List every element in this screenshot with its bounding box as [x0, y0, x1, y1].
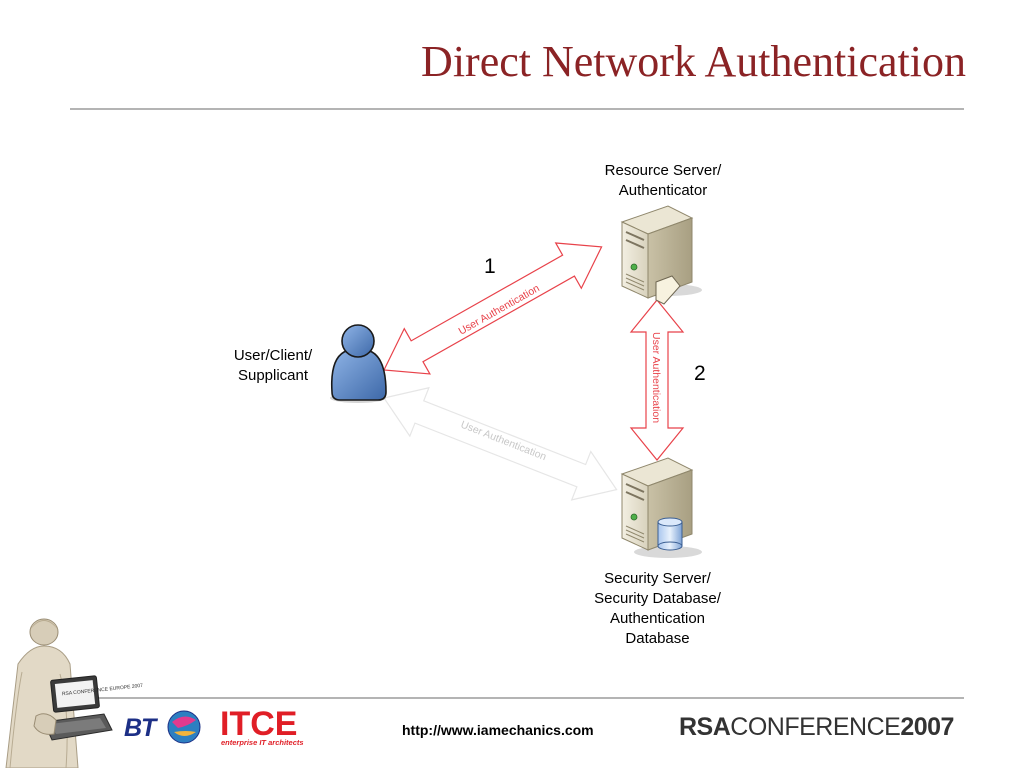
rsa-conference-logo: RSACONFERENCE2007 — [679, 713, 954, 741]
arrow-user-to-resource — [383, 242, 603, 375]
statue-with-laptop-image: RSA CONFERENCE EUROPE 2007 — [5, 618, 143, 768]
arrow-resource-to-security — [629, 299, 685, 461]
security-server-label: Security Server/ Security Database/ Auth… — [594, 570, 721, 647]
resource-server-label: Resource Server/ Authenticator — [604, 162, 722, 199]
arrow-resource-to-security-label: User Authentication — [650, 332, 662, 423]
resource-server-icon — [620, 205, 702, 305]
step-2-label: 2 — [694, 362, 706, 385]
user-label: User/Client/ Supplicant — [233, 347, 313, 384]
user-icon — [330, 324, 387, 403]
step-1-label: 1 — [484, 255, 496, 278]
title-divider — [70, 108, 964, 110]
arrow-user-to-security — [383, 386, 618, 501]
itce-logo: ITCE — [220, 705, 298, 743]
bt-globe-icon — [167, 710, 201, 744]
bt-logo: BT — [124, 714, 156, 742]
security-server-icon — [620, 457, 702, 558]
slide-title: Direct Network Authentication — [421, 37, 966, 86]
footer-divider — [70, 697, 964, 699]
itce-tagline: enterprise IT architects — [221, 738, 304, 747]
database-cylinder-icon — [657, 517, 683, 551]
footer-url-link[interactable]: http://www.iamechanics.com — [402, 722, 594, 738]
